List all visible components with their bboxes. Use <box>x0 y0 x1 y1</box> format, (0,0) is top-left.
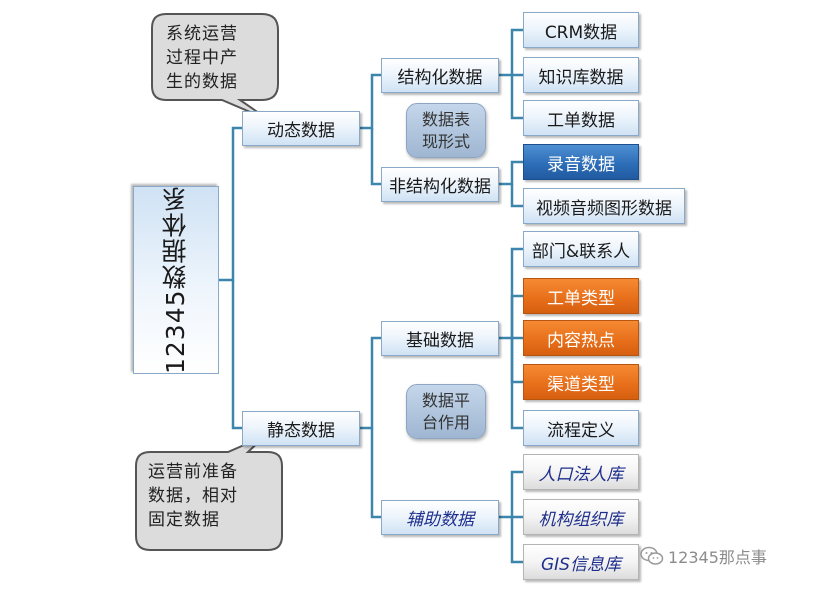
leaf-audio-data[interactable]: 录音数据 <box>523 144 639 180</box>
unstructured-data-node[interactable]: 非结构化数据 <box>381 167 499 202</box>
leaf-workflow-definition[interactable]: 流程定义 <box>523 410 639 446</box>
leaf-content-hotspot[interactable]: 内容热点 <box>523 320 639 356</box>
callout-top-bubble <box>151 13 279 121</box>
callout-bottom-bubble <box>135 435 283 551</box>
leaf-media-data[interactable]: 视频音频图形数据 <box>523 188 685 224</box>
leaf-knowledge-base-data[interactable]: 知识库数据 <box>523 57 639 93</box>
auxiliary-data-node[interactable]: 辅助数据 <box>381 500 499 535</box>
platform-role-pill: 数据平 台作用 <box>406 384 486 439</box>
leaf-department-contacts[interactable]: 部门&联系人 <box>523 231 639 267</box>
root-node[interactable]: 12345数据体系 <box>133 186 219 374</box>
watermark-text: 12345那点事 <box>668 548 767 567</box>
dynamic-data-node[interactable]: 动态数据 <box>242 111 360 146</box>
wechat-icon <box>640 546 664 565</box>
leaf-ticket-type[interactable]: 工单类型 <box>523 278 639 314</box>
leaf-channel-type[interactable]: 渠道类型 <box>523 364 639 400</box>
leaf-ticket-data[interactable]: 工单数据 <box>523 100 639 136</box>
leaf-crm-data[interactable]: CRM数据 <box>523 12 639 48</box>
basic-data-node[interactable]: 基础数据 <box>381 321 499 356</box>
callout-top-text: 系统运营 过程中产 生的数据 <box>166 24 238 92</box>
leaf-population-legal-db[interactable]: 人口法人库 <box>523 454 639 490</box>
leaf-gis-info-db[interactable]: GIS信息库 <box>523 544 639 580</box>
leaf-organization-db[interactable]: 机构组织库 <box>523 499 639 535</box>
structured-data-node[interactable]: 结构化数据 <box>381 58 499 93</box>
callout-bottom-text: 运营前准备 数据，相对 固定数据 <box>148 462 238 530</box>
data-format-pill: 数据表 现形式 <box>406 103 486 158</box>
watermark: 12345那点事 <box>640 544 767 568</box>
static-data-node[interactable]: 静态数据 <box>242 411 360 446</box>
